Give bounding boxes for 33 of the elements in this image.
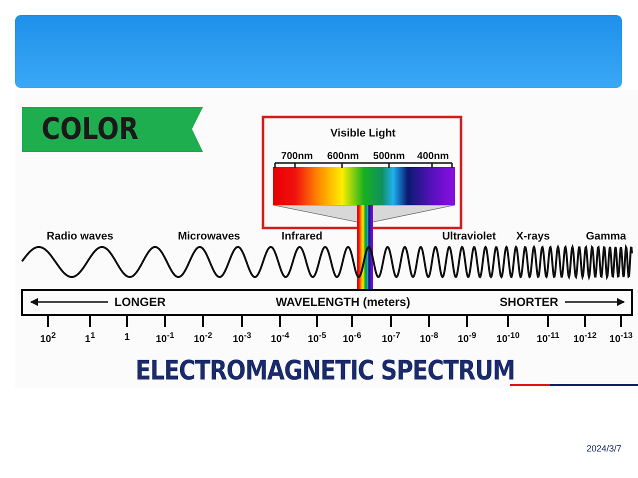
tick-label: 10$^{-4}$ [270,330,290,346]
band-label: Ultraviolet [442,232,496,242]
scale-label: 400nm [417,152,449,162]
scale-label: 600nm [327,152,359,162]
scale-label: 700nm [281,152,313,162]
tick-label: 1 [124,333,130,343]
tick-label: 1$^{1}$ [84,330,96,346]
band-label: Gamma [586,232,626,242]
tick-label: 10$^{-3}$ [232,330,252,346]
badge-text: COLOR [41,115,139,145]
bar-label: LONGER [114,296,166,308]
tick-label: 10$^{-2}$ [194,330,212,346]
band-label: X-rays [516,232,550,242]
tick-label: 10$^{-5}$ [308,330,326,346]
band-label: Radio waves [46,232,114,242]
heading: Visible Light [330,128,396,140]
scale-label: 500nm [373,152,405,162]
tick-label: 10$^{-11}$ [536,330,560,346]
tick-label: 10$^{-1}$ [156,330,174,346]
bar-label: SHORTER [500,296,558,308]
band-label: Infrared [282,232,322,242]
date-text: 2024/3/7 [586,444,622,454]
band-label: Microwaves [178,232,240,242]
tick-label: 10$^{-10}$ [496,330,520,346]
tick-label: 10$^{-9}$ [458,330,476,346]
caption-text: ELECTROMAGNETIC SPECTRUM [135,358,515,384]
tick-label: 10$^{-12}$ [573,330,597,346]
tick-label: 10$^{-6}$ [342,330,362,346]
bar-label: WAVELENGTH (meters) [276,296,410,308]
tick-label: 10$^{2}$ [40,330,56,346]
tick-label: 10$^{-7}$ [382,330,400,346]
tick-label: 10$^{-13}$ [609,330,633,346]
tick-label: 10$^{-8}$ [420,330,438,346]
